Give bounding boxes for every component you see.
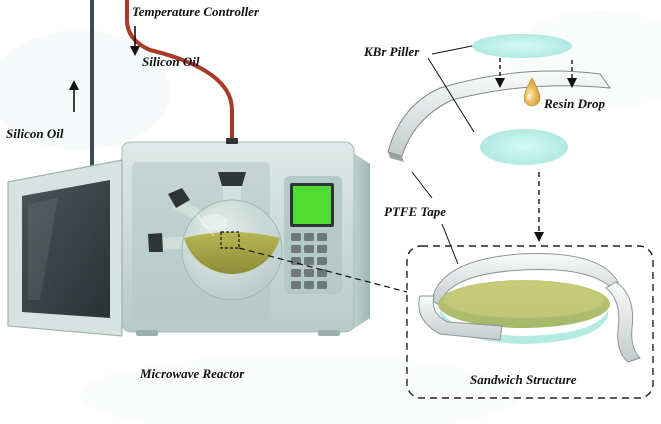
label-ptfe-tape: PTFE Tape	[384, 204, 446, 219]
ptfe-tape-strip	[387, 70, 612, 162]
label-temperature-controller: Temperature Controller	[132, 4, 260, 19]
flow-arrow-down	[534, 172, 544, 242]
flask-stopper-upper	[168, 188, 190, 208]
label-silicon-oil-left: Silicon Oil	[6, 126, 64, 141]
round-bottom-flask	[148, 172, 283, 301]
flask-liquid	[184, 232, 280, 274]
background-decoration	[0, 10, 661, 424]
flask-stopper-lower	[148, 233, 163, 252]
zoom-region-box	[220, 231, 240, 249]
reactor-side	[352, 152, 370, 330]
disc-arrows	[495, 58, 577, 88]
label-kbr-piller: KBr Piller	[363, 44, 420, 59]
label-sandwich-structure: Sandwich Structure	[470, 372, 577, 387]
sandwich-structure-box	[406, 245, 654, 399]
door-glass	[22, 180, 110, 318]
zoom-connector-line	[238, 247, 408, 293]
control-keypad	[291, 233, 327, 289]
label-silicon-oil-top: Silicon Oil	[142, 54, 200, 69]
flask-stopper-top	[218, 172, 246, 186]
label-resin-drop: Resin Drop	[543, 96, 606, 111]
oil-tube-red	[125, 0, 234, 144]
arrow-down-icon	[130, 26, 140, 56]
arrow-up-icon	[69, 80, 79, 112]
microwave-reactor	[7, 138, 370, 337]
kbr-disc-lower	[480, 129, 568, 165]
sandwich-structure	[418, 253, 641, 363]
leader-lines	[411, 45, 475, 265]
label-microwave-reactor: Microwave Reactor	[139, 366, 245, 381]
kbr-disc-upper	[472, 34, 572, 58]
